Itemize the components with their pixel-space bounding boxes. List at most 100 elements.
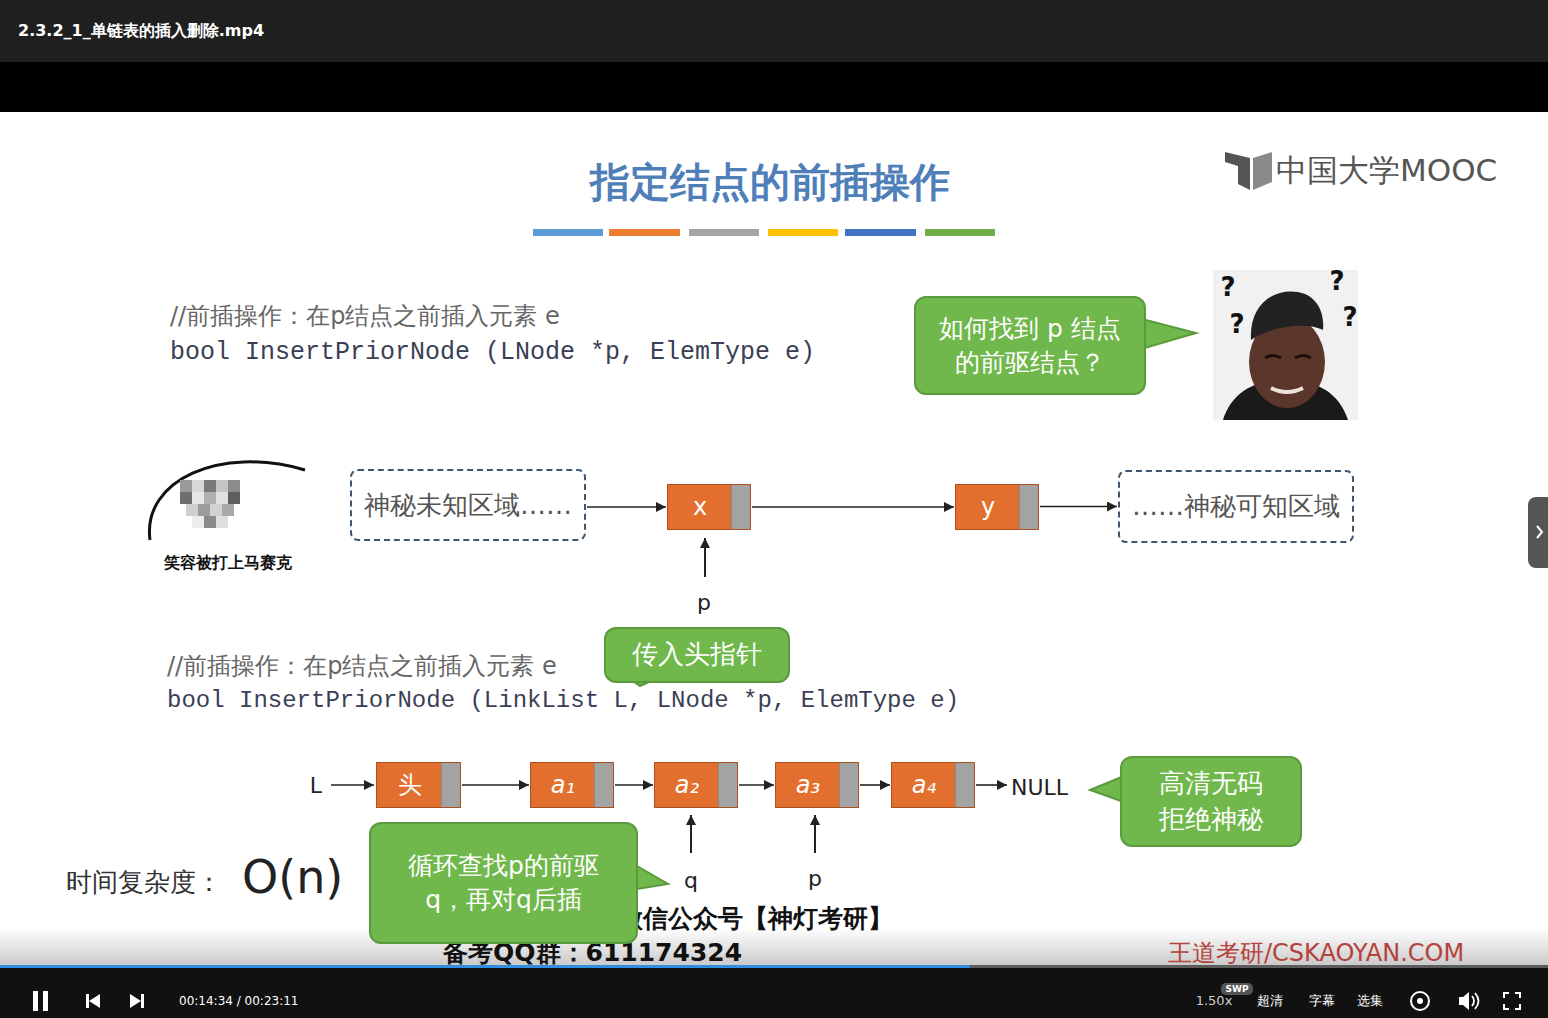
watermark: 王道考研/CSKAOYAN.COM [1168, 939, 1464, 968]
color-bar [925, 229, 995, 236]
question-mark: ? [1329, 266, 1344, 297]
list-node: a₄ [891, 762, 975, 808]
list-link [587, 506, 666, 508]
code-signature: bool InsertPriorNode (LNode *p, ElemType… [170, 338, 815, 368]
pause-icon [33, 991, 38, 1011]
question-mark: ? [1229, 309, 1244, 340]
prev-icon [86, 994, 89, 1008]
null-arrow [976, 784, 1007, 786]
pointer-field [1019, 485, 1038, 529]
list-node: a₁ [530, 762, 614, 808]
node-value: y [981, 493, 995, 521]
pointer-field [955, 763, 974, 807]
pointer-arrow [690, 815, 692, 853]
video-filename: 2.3.2_1_单链表的插入删除.mp4 [18, 21, 264, 40]
callout-text: 高清无码 拒绝神秘 [1151, 766, 1271, 836]
pointer-field [441, 763, 460, 807]
image-caption: 笑容被打上马赛克 [164, 553, 292, 572]
color-bar [609, 229, 680, 236]
player-button: 字幕 [1309, 993, 1335, 1009]
question-mark: ? [1220, 272, 1235, 303]
node-value: a₄ [912, 771, 936, 799]
node-value: a₁ [551, 771, 575, 799]
title-bar [0, 0, 1548, 62]
color-bar [845, 229, 916, 236]
code-comment: //前插操作：在p结点之前插入元素 e [167, 652, 557, 681]
control-bar [0, 966, 1548, 1018]
next-icon [141, 994, 144, 1008]
region-text: 神秘未知区域…… [364, 488, 572, 523]
pause-icon [43, 991, 48, 1011]
platform-logo-text: 中国大学MOOC [1276, 152, 1497, 189]
prev-icon [89, 994, 100, 1008]
list-node: a₂ [654, 762, 738, 808]
color-bar [768, 229, 838, 236]
playback-speed: 1.50x [1196, 993, 1233, 1009]
node-value: x [693, 493, 707, 521]
list-link [462, 784, 529, 786]
pointer-name: L [310, 773, 322, 799]
volume-icon [1459, 992, 1469, 1010]
side-tab [1528, 497, 1548, 568]
complexity-value: O(n) [242, 850, 343, 905]
slide [0, 112, 1548, 968]
next-icon [130, 994, 141, 1008]
list-node: x [667, 484, 751, 530]
node-value: a₃ [796, 771, 820, 799]
callout-tail [1138, 318, 1196, 350]
slide-title: 指定结点的前插操作 [590, 158, 950, 206]
pointer-name: p [697, 590, 711, 616]
quality-badge: SWP [1225, 984, 1248, 995]
list-node: a₃ [775, 762, 859, 808]
letterbox [0, 62, 1548, 112]
player-button: 超清 [1257, 993, 1283, 1009]
region-text: ……神秘可知区域 [1132, 489, 1340, 524]
callout-text: 传入头指针 [632, 637, 762, 672]
pointer-field [718, 763, 737, 807]
list-link [860, 784, 890, 786]
dashed-region: ……神秘可知区域 [1118, 470, 1354, 543]
head-pointer-arrow [331, 784, 374, 786]
fullscreen-icon [1504, 993, 1520, 1009]
dashed-region: 神秘未知区域…… [350, 469, 586, 541]
code-comment: //前插操作：在p结点之前插入元素 e [170, 302, 560, 331]
quality-badge-bg [1221, 983, 1253, 995]
question-mark: ? [1342, 302, 1357, 333]
callout-text: 如何找到 p 结点的前驱结点？ [937, 312, 1123, 380]
list-link [752, 506, 954, 508]
pointer-field [594, 763, 613, 807]
logo-icon [1253, 152, 1272, 190]
null-terminator: NULL [1011, 775, 1068, 801]
speech-bubble: 循环查找p的前驱 q，再对q后插 [369, 822, 638, 944]
list-node: 头 [376, 762, 461, 808]
code-signature: bool InsertPriorNode (LinkList L, LNode … [167, 687, 959, 716]
playback-time: 00:14:34 / 00:23:11 [179, 994, 298, 1008]
node-value: a₂ [675, 771, 699, 799]
list-link [1040, 506, 1117, 508]
callout-text: 循环查找p的前驱 q，再对q后插 [408, 849, 599, 917]
list-node: y [955, 484, 1039, 530]
settings-icon [1417, 998, 1423, 1004]
pointer-name: p [808, 866, 822, 892]
side-tab-chevron [1537, 526, 1542, 538]
complexity-label: 时间复杂度： [66, 867, 222, 898]
logo-icon [1225, 152, 1250, 190]
pointer-name: q [684, 868, 698, 894]
volume-icon [1472, 993, 1479, 1009]
speech-bubble: 高清无码 拒绝神秘 [1120, 756, 1302, 847]
pointer-field [731, 485, 750, 529]
list-link [615, 784, 653, 786]
settings-icon [1411, 992, 1429, 1010]
list-link [739, 784, 774, 786]
mosaic-face [149, 462, 305, 540]
color-bar [533, 229, 603, 236]
speech-bubble: 传入头指针 [604, 627, 790, 683]
pointer-arrow [814, 815, 816, 853]
color-bar [689, 229, 759, 236]
pointer-field [839, 763, 858, 807]
pointer-arrow [704, 538, 706, 577]
player-button: 选集 [1357, 993, 1383, 1009]
speech-bubble: 如何找到 p 结点的前驱结点？ [914, 296, 1146, 395]
node-value: 头 [398, 769, 422, 801]
callout-tail [1090, 776, 1124, 802]
